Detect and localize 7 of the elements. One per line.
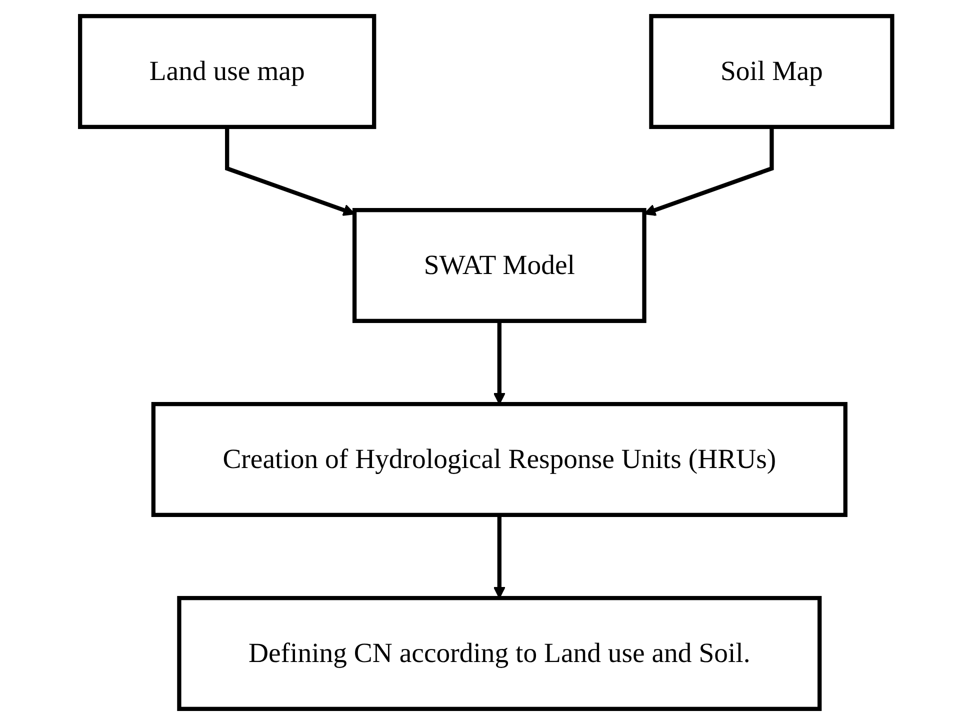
node-box: [78, 14, 376, 130]
node-box: [352, 208, 646, 323]
node-box: [177, 596, 822, 711]
arrow: [644, 126, 774, 216]
flowchart-drawing: Land use map Soil Map SWAT Model Creation of Hydrological Response Units (HRUs) Defining CN according to Land use and Soil.: [68, 5, 904, 720]
node-box: [151, 402, 848, 517]
node-box: [649, 14, 894, 130]
